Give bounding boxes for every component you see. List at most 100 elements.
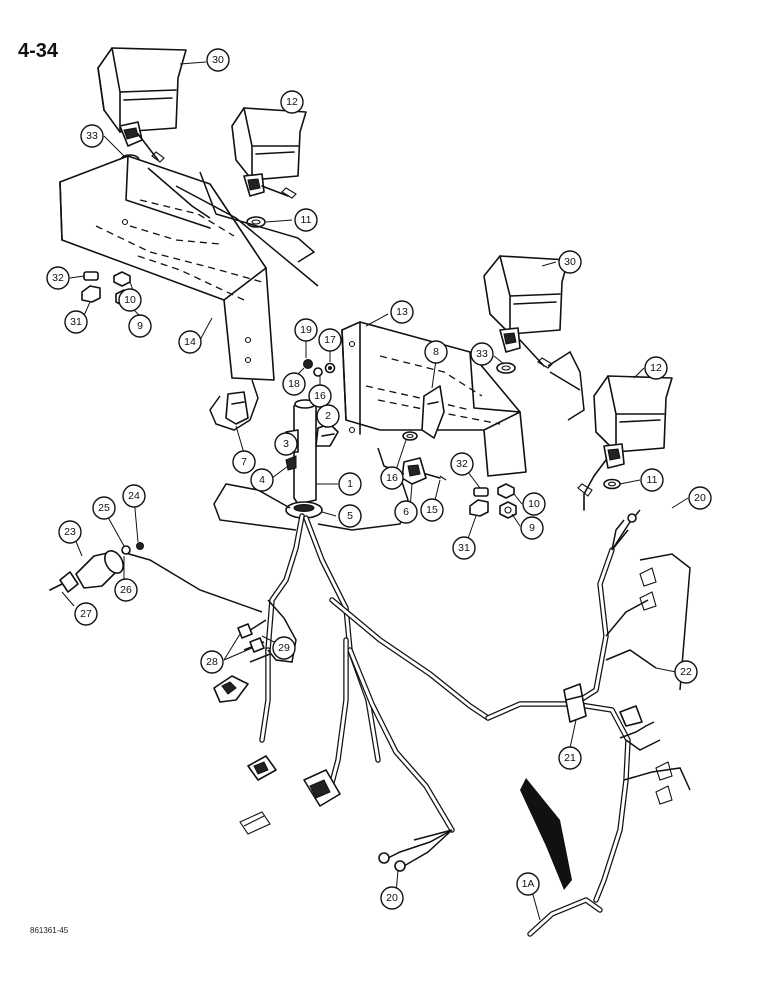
callout-26: 26: [114, 578, 138, 602]
callout-33: 33: [80, 124, 104, 148]
callout-label: 12: [286, 96, 298, 108]
callout-label: 33: [476, 348, 488, 360]
figure-code: 861361-45: [30, 926, 69, 935]
callout-31: 31: [452, 536, 476, 560]
callout-31: 31: [64, 310, 88, 334]
callout-circle: [522, 492, 546, 516]
callout-circle: [64, 310, 88, 334]
callout-12: 12: [644, 356, 668, 380]
ring-terminals-20: [378, 513, 637, 872]
callout-circle: [644, 356, 668, 380]
callout-23: 23: [58, 520, 82, 544]
callout-circle: [92, 496, 116, 520]
callout-32: 32: [46, 266, 70, 290]
callout-label: 26: [120, 584, 132, 596]
callout-label: 24: [128, 490, 140, 502]
callout-label: 23: [64, 526, 76, 538]
callout-label: 28: [206, 656, 218, 668]
hardware-19-18-17-16: [303, 359, 336, 377]
callout-label: 7: [241, 456, 247, 468]
callout-13: 13: [390, 300, 414, 324]
lamp-30-left: [97, 47, 187, 163]
callout-circle: [420, 498, 444, 522]
callout-label: 30: [212, 54, 224, 66]
callout-label: 30: [564, 256, 576, 268]
callout-circle: [688, 486, 712, 510]
callout-19: 19: [294, 318, 318, 342]
lamp-12-right: [577, 375, 673, 511]
callout-label: 10: [528, 498, 540, 510]
callout-11: 11: [640, 468, 664, 492]
callout-label: 6: [403, 506, 409, 518]
callout-circle: [274, 432, 298, 456]
lamp-30-right: [483, 255, 585, 421]
callout-label: 9: [529, 522, 535, 534]
callout-circle: [520, 516, 544, 540]
callout-circle: [80, 124, 104, 148]
connectors-lower: [239, 755, 341, 835]
callout-label: 22: [680, 666, 692, 678]
callout-circle: [74, 602, 98, 626]
callout-25: 25: [92, 496, 116, 520]
callout-label: 33: [86, 130, 98, 142]
callout-circle: [338, 472, 362, 496]
tie-strap: [520, 778, 572, 890]
callout-24: 24: [122, 484, 146, 508]
callout-label: 29: [278, 642, 290, 654]
callout-label: 9: [137, 320, 143, 332]
callout-label: 16: [386, 472, 398, 484]
callout-circle: [674, 660, 698, 684]
callout-21: 21: [558, 746, 582, 770]
callout-circle: [470, 342, 494, 366]
main-harness: [259, 513, 631, 937]
callout-30: 30: [558, 250, 582, 274]
callout-label: 15: [426, 504, 438, 516]
callout-circle: [316, 404, 340, 428]
clip-7: [209, 379, 259, 431]
callout-label: 20: [694, 492, 706, 504]
callout-3: 3: [274, 432, 298, 456]
callout-circle: [128, 314, 152, 338]
callout-17: 17: [318, 328, 342, 352]
callout-circle: [640, 468, 664, 492]
callout-18: 18: [282, 372, 306, 396]
callout-circle: [250, 468, 274, 492]
lamp-12-left: [231, 107, 307, 228]
callout-circle: [232, 450, 256, 474]
callout-1A: 1A: [516, 872, 540, 896]
callout-16: 16: [308, 384, 332, 408]
callout-4: 4: [250, 468, 274, 492]
callout-label: 20: [386, 892, 398, 904]
callout-label: 19: [300, 324, 312, 336]
callout-14: 14: [178, 330, 202, 354]
callout-label: 5: [347, 510, 353, 522]
callout-label: 8: [433, 346, 439, 358]
callout-circle: [558, 746, 582, 770]
callout-7: 7: [232, 450, 256, 474]
callout-27: 27: [74, 602, 98, 626]
harness-clamp-21: [563, 683, 587, 723]
callout-15: 15: [420, 498, 444, 522]
callout-label: 11: [647, 474, 658, 486]
callout-circle: [380, 886, 404, 910]
callout-label: 2: [325, 410, 331, 422]
callout-circle: [380, 466, 404, 490]
callout-12: 12: [280, 90, 304, 114]
callout-circle: [122, 484, 146, 508]
callout-29: 29: [272, 636, 296, 660]
callout-circle: [308, 384, 332, 408]
callout-label: 21: [564, 752, 576, 764]
callout-circle: [452, 536, 476, 560]
callout-label: 18: [288, 378, 300, 390]
callout-circle: [338, 504, 362, 528]
callout-label: 27: [80, 608, 92, 620]
callout-10: 10: [118, 288, 142, 312]
callout-circle: [294, 318, 318, 342]
callout-label: 10: [124, 294, 136, 306]
callout-5: 5: [338, 504, 362, 528]
callout-circle: [294, 208, 318, 232]
callout-label: 12: [650, 362, 662, 374]
callout-label: 32: [52, 272, 64, 284]
callout-20: 20: [688, 486, 712, 510]
